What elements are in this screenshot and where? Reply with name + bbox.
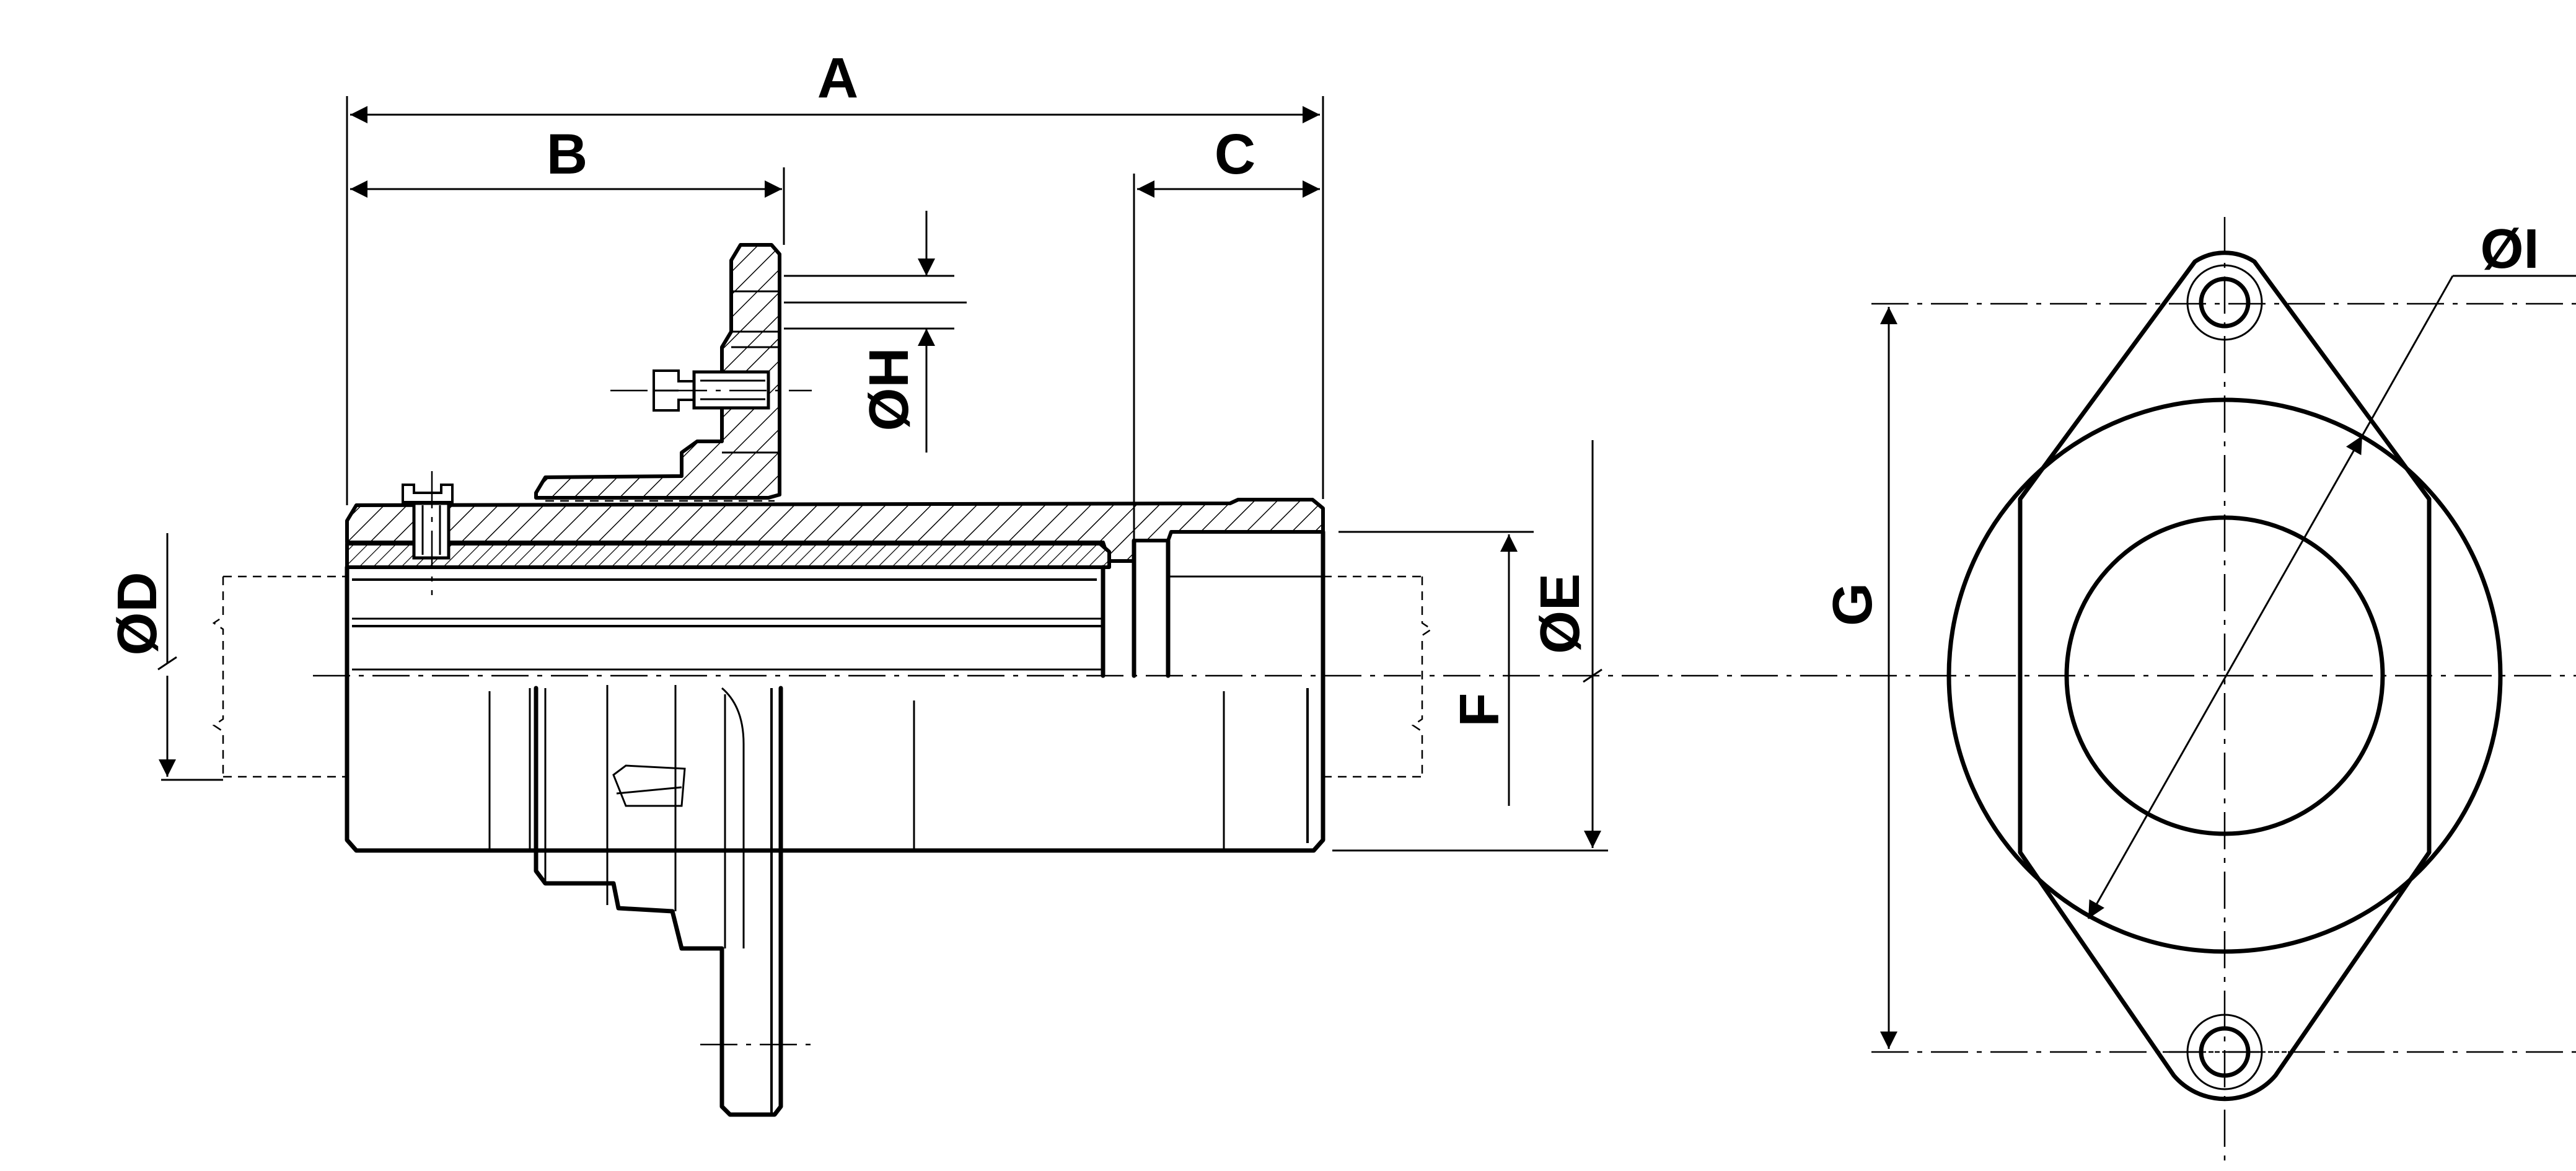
tube-body-lower [345, 673, 1325, 853]
label-a: A [817, 46, 858, 110]
label-f: F [1449, 693, 1511, 727]
label-b: B [547, 123, 587, 186]
side-view [212, 243, 2576, 1117]
side-dimensions [157, 96, 1608, 852]
label-c: C [1215, 123, 1255, 186]
flange-outer-circle [1946, 397, 2503, 954]
dim-line-i [2087, 435, 2363, 919]
label-e: ØE [1529, 573, 1591, 654]
flange-outline [2018, 250, 2432, 1102]
front-dimensions [1880, 275, 2576, 1049]
bolt-hole-top [2186, 264, 2263, 341]
bolt-hole-bottom [2186, 1014, 2263, 1090]
label-i: ØI [2480, 218, 2539, 280]
label-h: ØH [858, 348, 920, 431]
label-g: G [1822, 583, 1884, 626]
inner-liner-section [345, 542, 1111, 569]
hidden-bore-lines [212, 575, 1433, 778]
label-d: ØD [107, 572, 169, 656]
front-view [1871, 217, 2576, 1165]
